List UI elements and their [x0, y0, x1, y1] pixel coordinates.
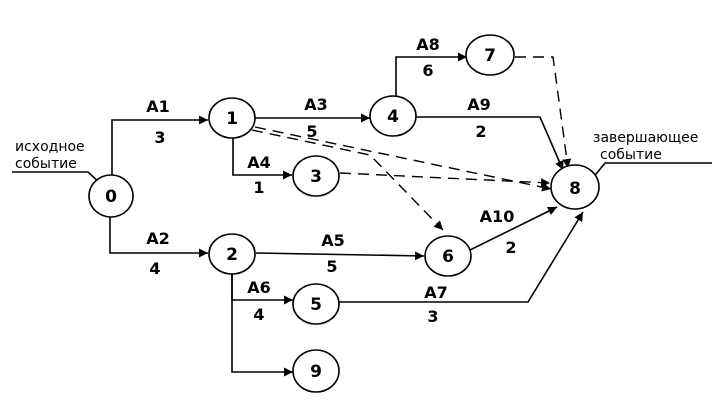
- start-event-leader: [12, 171, 101, 184]
- node-4: 4: [369, 95, 417, 137]
- svg-text:6: 6: [442, 247, 454, 267]
- svg-text:9: 9: [310, 362, 322, 382]
- start-event-caption-line1: исходное: [15, 139, 85, 155]
- activity-a5-duration: 5: [326, 257, 337, 276]
- svg-text:1: 1: [226, 109, 238, 129]
- svg-text:0: 0: [105, 187, 117, 207]
- activity-a3-duration: 5: [306, 122, 317, 141]
- activity-a8-duration: 6: [422, 61, 433, 80]
- arc-a10: [469, 206, 558, 251]
- arc-a5: [255, 251, 425, 261]
- activity-a10-name: A10: [480, 207, 515, 226]
- dummy-arc-1-6: [251, 129, 444, 231]
- arc-a4: [232, 137, 292, 180]
- node-9: 9: [292, 349, 340, 393]
- node-1: 1: [208, 97, 256, 139]
- activity-a4-name: A4: [247, 153, 271, 172]
- activity-a4-duration: 1: [253, 178, 264, 197]
- activity-a1-name: A1: [146, 97, 170, 116]
- arc-a1: [111, 115, 208, 175]
- finish-event-caption-line1: завершающее: [593, 130, 698, 146]
- node-0: 0: [88, 174, 134, 218]
- node-6: 6: [424, 235, 472, 277]
- activity-a7-duration: 3: [427, 307, 438, 326]
- dummy-arc-1-8: [254, 126, 552, 192]
- activity-a9-duration: 2: [475, 122, 486, 141]
- activity-a5-name: A5: [321, 231, 345, 250]
- node-3: 3: [292, 155, 340, 197]
- node-5: 5: [292, 283, 340, 325]
- svg-text:3: 3: [310, 167, 322, 187]
- activity-a6-duration: 4: [253, 305, 264, 324]
- activity-a8-name: A8: [416, 35, 440, 54]
- node-7: 7: [465, 34, 515, 76]
- finish-event-caption-line2: событие: [600, 147, 662, 163]
- activity-a10-duration: 2: [505, 238, 516, 257]
- svg-text:8: 8: [569, 179, 581, 199]
- arc-a7: [339, 211, 584, 303]
- arc-a9: [416, 116, 564, 171]
- activity-a3-name: A3: [304, 95, 328, 114]
- finish-event-leader: [591, 162, 712, 180]
- activity-a7-name: A7: [424, 283, 448, 302]
- node-2: 2: [208, 233, 256, 275]
- activity-a1-duration: 3: [154, 128, 165, 147]
- svg-text:5: 5: [310, 295, 322, 315]
- activity-a6-name: A6: [247, 278, 271, 297]
- arc-a8: [395, 52, 467, 97]
- svg-text:4: 4: [387, 107, 399, 127]
- activity-a2-duration: 4: [149, 259, 160, 278]
- arc-a2: [109, 217, 208, 258]
- arc-2-9: [231, 272, 293, 377]
- node-8: 8: [550, 164, 600, 210]
- start-event-caption-line2: событие: [15, 156, 77, 172]
- svg-text:2: 2: [226, 245, 238, 265]
- dummy-arc-7-8: [515, 56, 572, 169]
- activity-a2-name: A2: [146, 229, 170, 248]
- svg-text:7: 7: [484, 46, 496, 66]
- activity-a9-name: A9: [467, 95, 491, 114]
- dummy-arc-3-8: [339, 172, 551, 188]
